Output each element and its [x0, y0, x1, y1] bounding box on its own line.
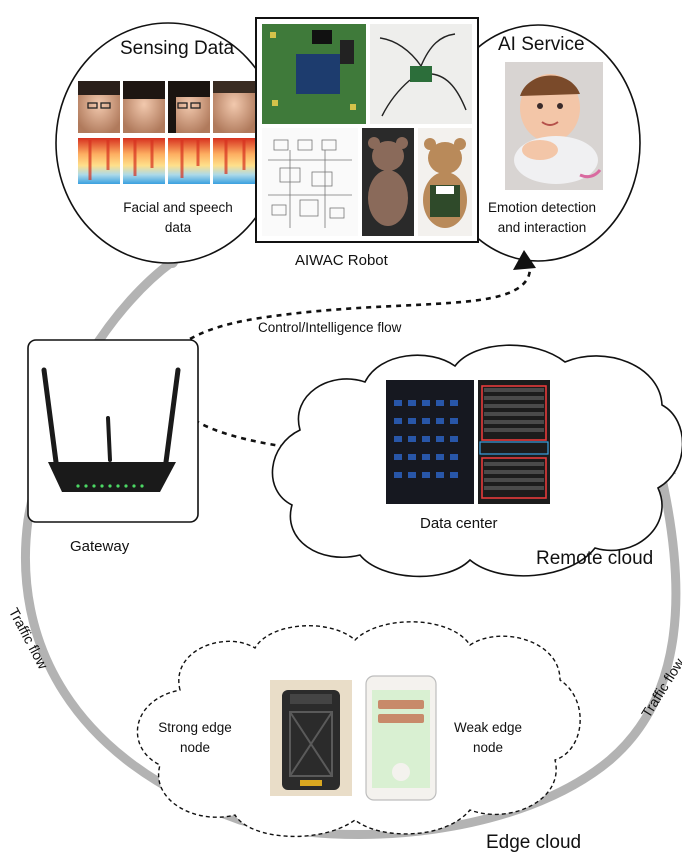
- ai-service-title: AI Service: [498, 34, 585, 55]
- weak-edge-node-label-line2: node: [472, 740, 504, 755]
- strong-edge-node-label-line1: Strong edge: [158, 720, 232, 735]
- speech-spectrograms: [78, 138, 255, 184]
- control-flow-arrowhead: [513, 250, 536, 270]
- sensing-data-title: Sensing Data: [120, 38, 235, 59]
- edge-cloud-shape: [136, 621, 581, 838]
- circuit-board-photo: [262, 24, 366, 124]
- control-flow-label: Control/Intelligence flow: [258, 320, 402, 335]
- remote-cloud-label: Remote cloud: [536, 548, 654, 569]
- teddy-bear-shell-photo: [362, 128, 414, 236]
- teddy-bear-robot-photo: [418, 128, 472, 236]
- sensor-module-photo: [370, 24, 472, 124]
- weak-edge-node-phone: [365, 675, 437, 801]
- ai-service-caption-line2: and interaction: [497, 220, 587, 235]
- ai-service-caption-line1: Emotion detection: [487, 200, 597, 215]
- sensing-data-caption-line2: data: [164, 220, 192, 235]
- aiwac-robot-label: AIWAC Robot: [295, 252, 388, 269]
- router-icon: [41, 367, 181, 492]
- circuit-schematic: [262, 128, 358, 236]
- strong-edge-node-photo: [270, 680, 352, 796]
- data-center-rack-photo: [386, 380, 550, 504]
- baby-photo: [505, 62, 603, 190]
- sensing-data-caption-line1: Facial and speech: [123, 200, 233, 215]
- strong-edge-node-label-line2: node: [179, 740, 211, 755]
- weak-edge-node-label-line1: Weak edge: [453, 720, 523, 735]
- data-center-label: Data center: [420, 515, 498, 532]
- gateway-label: Gateway: [70, 538, 130, 555]
- edge-cloud-label: Edge cloud: [486, 832, 582, 853]
- gateway-box: [27, 339, 199, 523]
- remote-cloud-shape: [271, 344, 682, 578]
- face-photos: [78, 81, 255, 133]
